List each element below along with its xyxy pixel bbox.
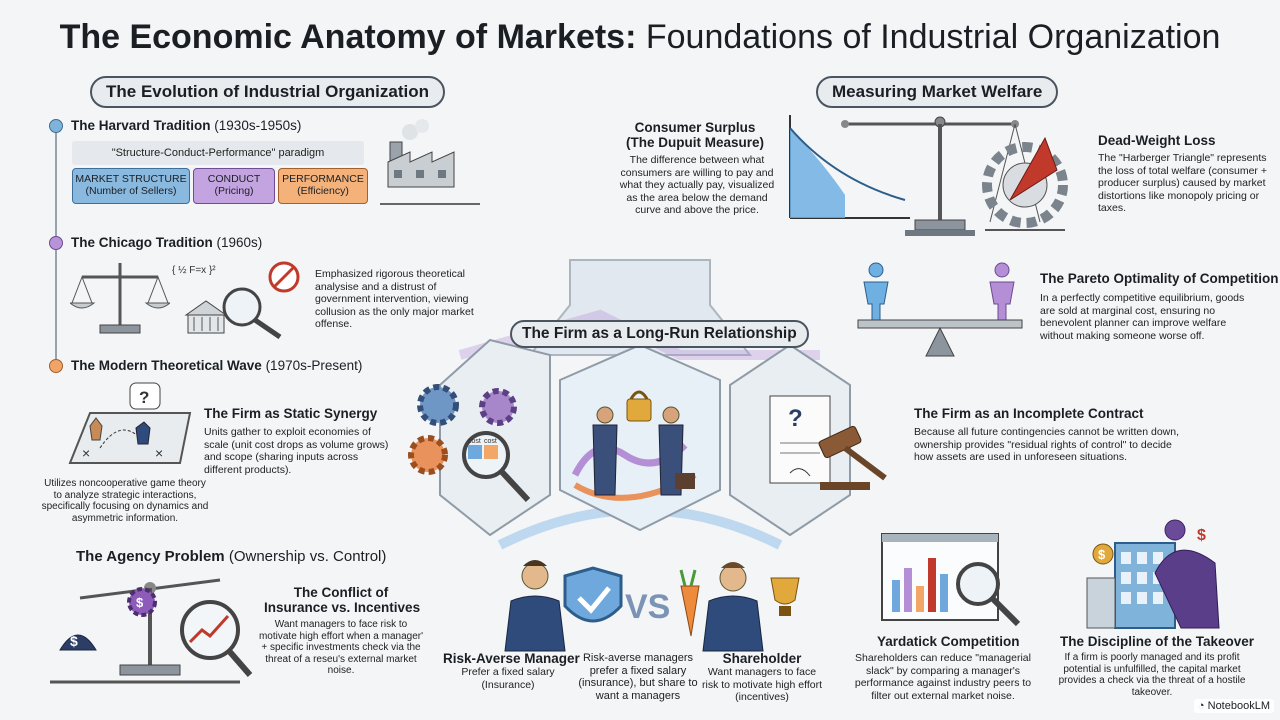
agency-scale-icon: $ $ — [50, 578, 253, 684]
agency-title: The Agency Problem — [76, 548, 225, 565]
agency-subtitle: (Ownership vs. Control) — [228, 548, 387, 565]
scp-structure-box: MARKET STRUCTURE (Number of Sellers) — [72, 168, 190, 204]
synergy-cost-label-2: cost — [484, 438, 497, 445]
yardstick-chart-icon — [881, 533, 1021, 627]
consumer-surplus-text: The difference between what consumers ar… — [619, 154, 775, 216]
notebooklm-label: NotebookLM — [1207, 700, 1270, 712]
scp-paradigm-banner — [72, 141, 364, 165]
harvard-dot-icon — [49, 119, 63, 133]
factory-icon — [380, 119, 480, 205]
contract-gavel-icon: ? — [769, 395, 887, 490]
conflict-title-line2: Insurance vs. Incentives — [264, 600, 421, 615]
deadweight-title: Dead-Weight Loss — [1098, 133, 1216, 148]
welfare-scale-icon — [789, 115, 1068, 236]
svg-text:$: $ — [136, 595, 144, 610]
manager-title: Risk-Averse Manager — [443, 651, 580, 666]
scp-structure-sub: (Number of Sellers) — [85, 185, 177, 197]
modern-title: The Modern Theoretical Wave — [71, 358, 262, 373]
scp-performance-label: PERFORMANCE — [282, 173, 364, 185]
scp-conduct-label: CONDUCT — [207, 173, 261, 185]
shareholder-title: Shareholder — [722, 651, 802, 666]
svg-text:$: $ — [1098, 547, 1106, 562]
modern-heading: The Modern Theoretical Wave (1970s-Prese… — [71, 358, 362, 373]
scp-conduct-box: CONDUCT (Pricing) — [193, 168, 275, 204]
conflict-text: Want managers to face risk to motivate h… — [258, 619, 424, 676]
harvard-heading: The Harvard Tradition (1930s-1950s) — [71, 118, 301, 133]
modern-text: Utilizes noncooperative game theory to a… — [41, 478, 209, 524]
chicago-dot-icon — [49, 236, 63, 250]
svg-text:?: ? — [788, 405, 803, 432]
page-title-bold: The Economic Anatomy of Markets: — [59, 18, 637, 56]
svg-text:×: × — [82, 445, 90, 461]
manager-vs-shareholder-icon: VS — [504, 560, 800, 652]
scp-performance-sub: (Efficiency) — [297, 185, 349, 197]
vs-label: VS — [625, 588, 670, 626]
page-title: The Economic Anatomy of Markets: Foundat… — [0, 18, 1280, 57]
scp-paradigm-label: "Structure-Conduct-Performance" paradigm — [111, 147, 325, 159]
scp-structure-label: MARKET STRUCTURE — [75, 173, 187, 185]
svg-text:{ ½ F=x }²: { ½ F=x }² — [172, 265, 216, 276]
svg-text:?: ? — [139, 388, 149, 407]
synergy-cost-label-1: cost — [468, 438, 481, 445]
chicago-title: The Chicago Tradition — [71, 235, 213, 250]
evolution-section-title: The Evolution of Industrial Organization — [90, 76, 445, 108]
middle-agency-text: Risk-averse managers prefer a fixed sala… — [578, 652, 698, 702]
harvard-years: (1930s-1950s) — [214, 118, 302, 133]
modern-dot-icon — [49, 359, 63, 373]
page-title-rest: Foundations of Industrial Organization — [645, 18, 1221, 56]
handshake-lock-icon — [571, 390, 697, 501]
chicago-text: Emphasized rigorous theoretical analysis… — [315, 268, 474, 330]
chicago-heading: The Chicago Tradition (1960s) — [71, 235, 262, 250]
takeover-title: The Discipline of the Takeover — [1060, 634, 1255, 649]
chicago-gov-magnifier-icon: { ½ F=x }² — [172, 261, 300, 340]
notebooklm-watermark: ◔ NotebookLM — [1193, 699, 1274, 713]
game-board-icon: × × ? — [68, 382, 192, 464]
pareto-title: The Pareto Optimality of Competition — [1040, 271, 1279, 286]
welfare-section-title: Measuring Market Welfare — [816, 76, 1059, 108]
static-synergy-text: Units gather to exploit economies of sca… — [204, 426, 389, 476]
conflict-title-line1: The Conflict of — [293, 585, 389, 600]
pareto-balance-icon — [857, 262, 1023, 357]
manager-text: Prefer a fixed salary (Insurance) — [461, 666, 555, 691]
static-synergy-title: The Firm as Static Synergy — [204, 406, 378, 421]
chicago-years: (1960s) — [216, 235, 263, 250]
takeover-text: If a firm is poorly managed and its prof… — [1058, 652, 1246, 698]
consumer-surplus-subtitle: (The Dupuit Measure) — [625, 135, 764, 150]
incomplete-contract-title: The Firm as an Incomplete Contract — [914, 406, 1144, 421]
agency-heading: The Agency Problem (Ownership vs. Contro… — [76, 548, 386, 565]
shareholder-text: Want managers to face risk to motivate h… — [701, 666, 823, 703]
synergy-gears-icon: cost cost — [408, 384, 531, 503]
pareto-text: In a perfectly competitive equilibrium, … — [1040, 292, 1245, 342]
takeover-building-icon: $ $ — [1086, 519, 1220, 629]
svg-text:×: × — [155, 445, 163, 461]
chicago-scale-icon — [70, 263, 170, 334]
firm-long-run-title: The Firm as a Long-Run Relationship — [510, 320, 809, 348]
svg-text:$: $ — [1197, 527, 1206, 544]
incomplete-contract-text: Because all future contingencies cannot … — [914, 426, 1179, 463]
svg-text:$: $ — [70, 633, 78, 649]
consumer-surplus-title: Consumer Surplus — [634, 120, 756, 135]
scp-performance-box: PERFORMANCE (Efficiency) — [278, 168, 368, 204]
notebooklm-logo-icon: ◔ — [1197, 700, 1205, 712]
deadweight-text: The "Harberger Triangle" represents the … — [1098, 152, 1267, 214]
yardstick-text: Shareholders can reduce "managerial slac… — [854, 652, 1032, 702]
scp-conduct-sub: (Pricing) — [214, 185, 254, 197]
modern-years: (1970s-Present) — [265, 358, 363, 373]
yardstick-title: Yardatick Competition — [877, 634, 1020, 649]
harvard-title: The Harvard Tradition — [71, 118, 211, 133]
